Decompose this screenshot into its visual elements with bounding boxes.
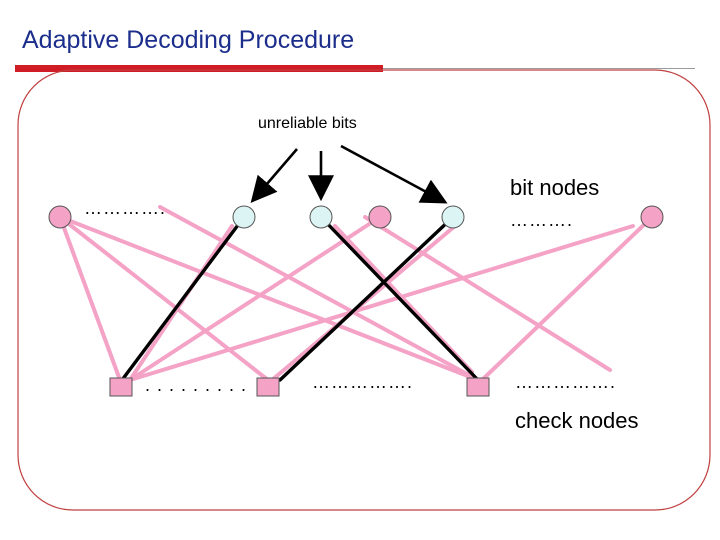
bit-node-unreliable-1 [232, 205, 256, 229]
edge-unreliable2-check4 [319, 215, 480, 382]
edge-bit1-check4 [58, 215, 480, 382]
bit-node-6 [640, 205, 664, 229]
bit-node-unreliable-2 [309, 205, 333, 229]
arrow-to-bit5 [340, 144, 448, 204]
diagram-frame [17, 69, 711, 511]
edge-bit1-check2 [58, 215, 270, 382]
page-title: Adaptive Decoding Procedure [22, 26, 355, 54]
bit-node-4 [368, 205, 392, 229]
title-accent-bar [15, 65, 383, 72]
bit-nodes-label: bit nodes [510, 175, 600, 200]
edge-left-bits-check4 [158, 205, 480, 382]
edge-bit4-right [363, 215, 612, 372]
check-node-3 [466, 377, 490, 397]
bit-nodes-ellipsis-right: ………. [510, 210, 574, 230]
bit-node-1 [48, 205, 72, 229]
check-node-2 [256, 377, 280, 397]
edge-bit4-check1 [128, 215, 382, 382]
arrow-to-bit2 [250, 148, 298, 203]
check-nodes-label: check nodes [515, 408, 639, 433]
bit-nodes-ellipsis-left: …………. [84, 198, 167, 218]
edge-unreliable3-check2 [278, 215, 455, 382]
edge-bit1-check1 [58, 215, 122, 382]
edge-bit6-check1 [128, 224, 635, 382]
bit-node-unreliable-3 [441, 205, 465, 229]
check-node-1 [109, 377, 133, 397]
unreliable-bits-label: unreliable bits [258, 115, 357, 132]
edge-unreliable1-check1 [120, 215, 246, 382]
check-nodes-ellipsis-right: ……………. [515, 372, 617, 392]
check-nodes-ellipsis-left: . . . . . . . . . [145, 375, 248, 395]
edge-bit6-check4 [480, 215, 654, 382]
check-nodes-ellipsis-middle: ……………. [312, 372, 414, 392]
